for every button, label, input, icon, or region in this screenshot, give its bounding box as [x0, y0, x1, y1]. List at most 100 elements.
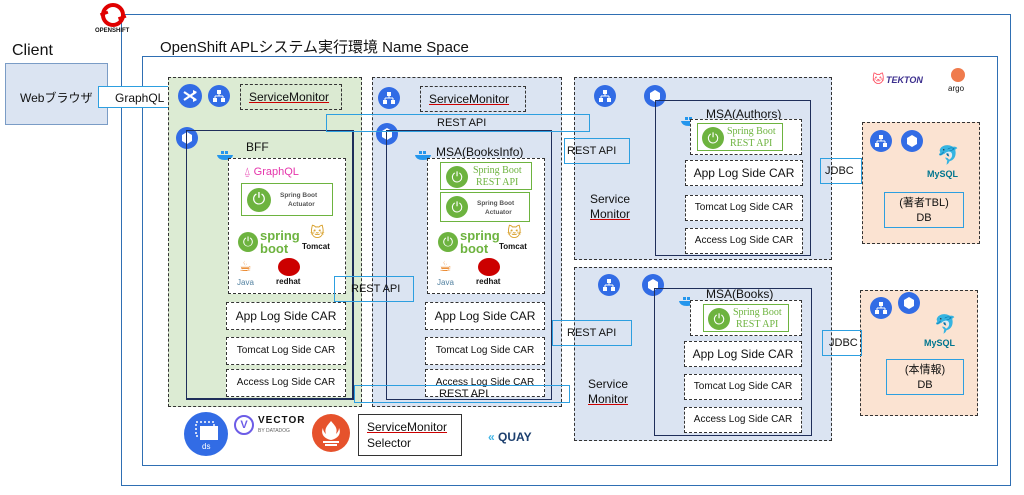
sb-line2: REST API: [476, 177, 519, 188]
books-svc-icon: [598, 274, 620, 296]
books-springboot-badge: ⏻ Spring Boot REST API: [703, 304, 789, 332]
bff-pod-label: BFF: [246, 140, 269, 154]
sm-line1: Service: [588, 377, 629, 391]
jdbc-books-label: JDBC: [822, 330, 862, 356]
redhat-text: redhat: [476, 277, 501, 286]
sb-line2: REST API: [730, 138, 773, 149]
namespace-frame: [142, 56, 998, 466]
rest-api-bff-text: REST API: [351, 283, 401, 295]
bff-access-log-car: Access Log Side CAR: [226, 369, 346, 397]
books-app-log-car: App Log Side CAR: [684, 341, 802, 367]
spring-power-icon: ⏻: [702, 127, 724, 149]
db-authors-pod-icon: [901, 130, 923, 152]
books-tomcat-log-car: Tomcat Log Side CAR: [684, 374, 802, 400]
vector-text: VECTOR: [258, 415, 306, 426]
db-authors-line1: (著者TBL): [899, 197, 949, 209]
tomcat-text: Tomcat: [302, 242, 330, 251]
sm-selector-line1: ServiceMonitor: [367, 420, 448, 434]
actuator-line1: Spring Boot: [477, 200, 515, 207]
java-text: Java: [237, 278, 254, 287]
authors-servicemonitor-label: Service Monitor: [590, 192, 630, 222]
authors-svc-icon: [594, 85, 616, 107]
sm-line2: Monitor: [590, 207, 631, 221]
sm-selector-line2: Selector: [367, 436, 412, 450]
booksinfo-pod-frame: [386, 130, 552, 400]
booksinfo-app-log-car: App Log Side CAR: [425, 302, 545, 330]
booksinfo-servicemonitor-box: ServiceMonitor: [420, 86, 526, 112]
browser-label: Webブラウザ: [20, 91, 93, 105]
booksinfo-springboot-badge: ⏻ Spring Boot REST API: [440, 162, 532, 190]
actuator-line2: Actuator: [288, 201, 315, 208]
books-servicemonitor-label: Service Monitor: [588, 377, 628, 407]
tekton-text: TEKTON: [886, 75, 923, 85]
authors-pod-label: MSA(Authors): [706, 107, 782, 121]
tomcat-text: Tomcat: [499, 242, 527, 251]
authors-app-log-car: App Log Side CAR: [685, 160, 803, 186]
vector-subtext: BY DATADOG: [258, 428, 290, 434]
authors-access-log-car: Access Log Side CAR: [685, 228, 803, 254]
booksinfo-tomcat-logo: 🐱 Tomcat: [499, 224, 533, 254]
vector-logo: V VECTOR BY DATADOG: [234, 413, 306, 441]
mysql-text: MySQL: [924, 338, 956, 348]
mysql-dolphin-icon: 🐬: [934, 314, 957, 334]
mysql-dolphin-icon: 🐬: [937, 145, 960, 165]
openshift-logo-text: OPENSHIFT: [95, 28, 130, 34]
bff-app-log-car: App Log Side CAR: [226, 302, 346, 330]
bff-pod-rightline: [352, 130, 354, 400]
redhat-hat-icon: [478, 258, 500, 276]
rest-api-books-label: REST API: [552, 320, 632, 346]
boot-text: boot: [260, 241, 289, 256]
spring-power-icon: ⏻: [446, 196, 468, 218]
spring-text: spring: [260, 228, 300, 243]
rest-api-bottom-text: REST API: [439, 388, 489, 400]
jdbc-books-text: JDBC: [829, 337, 858, 349]
authors-tomcat-log-car: Tomcat Log Side CAR: [685, 195, 803, 221]
rest-api-booksinfo-label: REST API: [564, 138, 630, 164]
sm-line2: Monitor: [588, 392, 629, 406]
client-title: Client: [12, 42, 53, 59]
booksinfo-svc-icon: [378, 87, 400, 109]
authors-pod-frame: [655, 100, 811, 256]
db-books-svc-icon: [870, 297, 892, 319]
bff-pod-frame: [186, 130, 354, 400]
bff-tomcat-log-car: Tomcat Log Side CAR: [226, 337, 346, 365]
boot-text: boot: [460, 241, 489, 256]
books-pod-frame: [654, 288, 812, 436]
servicemonitor-selector-box: ServiceMonitor Selector: [358, 414, 462, 456]
redhat-hat-icon: [278, 258, 300, 276]
db-books-label-box: (本情報) DB: [886, 359, 964, 395]
bff-actuator-badge: ⏻ Spring Boot Actuator: [241, 183, 333, 216]
java-cup-icon: ☕: [439, 258, 452, 274]
rest-api-books-text: REST API: [567, 327, 617, 339]
jdbc-authors-text: JDBC: [825, 165, 854, 177]
bff-servicemonitor-label: ServiceMonitor: [249, 90, 330, 104]
client-browser-box: Webブラウザ: [5, 63, 108, 125]
daemonset-icon: ds: [184, 412, 228, 456]
tekton-cat-icon: 🐱: [872, 72, 885, 86]
booksinfo-access-log-car: Access Log Side CAR: [425, 369, 545, 397]
rest-api-bff-label: REST API: [334, 276, 414, 302]
tomcat-cat-icon: 🐱: [507, 224, 522, 240]
sb-line1: Spring Boot: [473, 165, 522, 176]
openshift-logo: OPENSHIFT: [95, 2, 134, 38]
booksinfo-springboot-logo: ⏻ spring boot: [438, 228, 500, 256]
bff-springboot-logo: ⏻ spring boot: [238, 228, 300, 256]
bff-shuffle-icon: [178, 84, 202, 108]
java-cup-icon: ☕: [239, 258, 252, 274]
sb-line2: REST API: [736, 319, 779, 330]
argo-octopus-icon: [951, 68, 965, 82]
bff-graphql-logo: ⍙ GraphQL: [244, 166, 299, 179]
tekton-logo: 🐱 TEKTON: [872, 72, 932, 92]
books-pod-label: MSA(Books): [706, 287, 774, 301]
booksinfo-actuator-badge: ⏻ Spring Boot Actuator: [440, 192, 530, 222]
spring-text: spring: [460, 228, 500, 243]
booksinfo-tomcat-log-car: Tomcat Log Side CAR: [425, 337, 545, 365]
argo-logo: argo: [946, 68, 972, 98]
bff-svc-icon: [208, 85, 230, 107]
openshift-cluster-frame: [121, 14, 1011, 486]
booksinfo-redhat-logo: redhat: [474, 258, 504, 288]
vector-v-icon: V: [234, 415, 254, 435]
prometheus-icon: [312, 414, 350, 452]
quay-logo: « QUAY: [488, 430, 532, 444]
quay-chevron-icon: «: [488, 430, 495, 444]
